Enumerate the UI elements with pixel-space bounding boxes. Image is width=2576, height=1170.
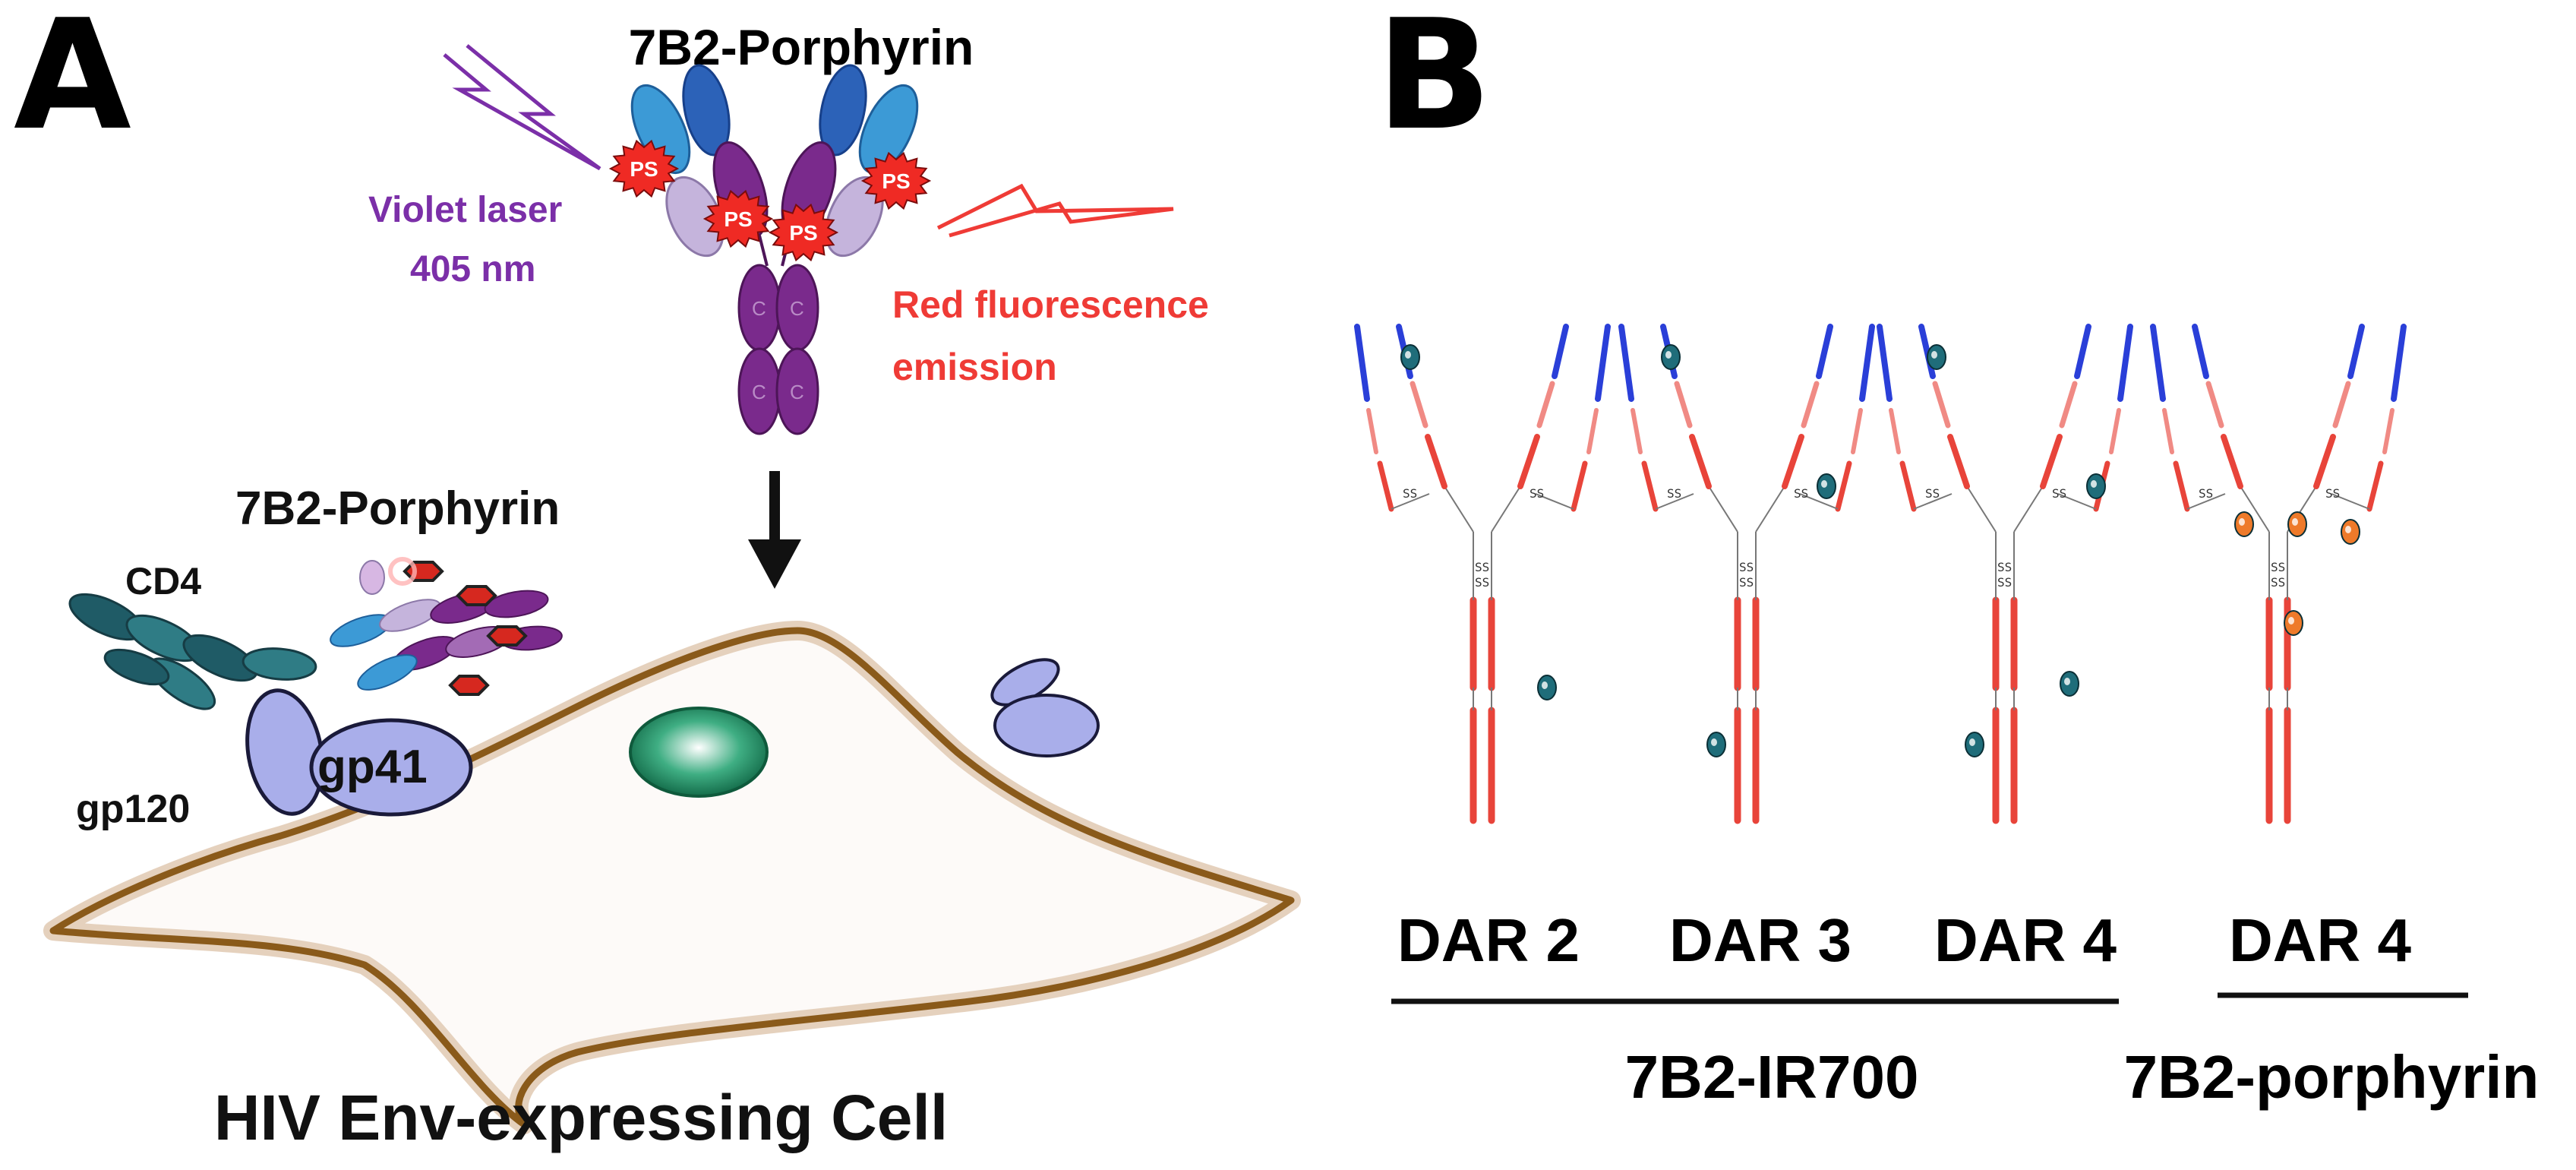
dar-label: DAR 3 (1669, 906, 1852, 974)
dar-label: DAR 2 (1397, 906, 1580, 974)
ir700-group-label: 7B2-IR700 (1625, 1043, 1919, 1111)
disulfide-label: SS (1794, 486, 1808, 501)
disulfide-label: SS (2271, 575, 2285, 590)
svg-text:C: C (752, 381, 766, 403)
ps-label: PS (724, 207, 752, 231)
panel-a: A 7B2-Porphyrin Violet laser 405 nm Red … (14, 0, 1301, 1153)
cell-label: HIV Env-expressing Cell (214, 1082, 948, 1153)
svg-text:C: C (752, 297, 766, 320)
gp120-label: gp120 (76, 787, 190, 831)
porphyrin-group-label: 7B2-porphyrin (2124, 1043, 2540, 1111)
disulfide-label: SS (1739, 575, 1754, 590)
laser-wavelength: 405 nm (410, 249, 535, 289)
disulfide-label: SS (1997, 575, 2012, 590)
svg-text:C: C (790, 297, 804, 320)
nucleus (629, 707, 769, 798)
disulfide-label: SS (1475, 560, 1489, 574)
ps-badge: PS (608, 139, 680, 198)
svg-text:C: C (790, 381, 804, 403)
dar-labels: DAR 2 DAR 3 DAR 4 DAR 4 (1397, 906, 2412, 974)
disulfide-label: SS (2271, 560, 2285, 574)
disulfide-label: SS (1403, 486, 1417, 501)
antibody-title: 7B2-Porphyrin (629, 19, 974, 75)
ps-badge: PS (768, 203, 839, 262)
antibody-7b2-porphyrin: C C C C (630, 64, 919, 435)
ps-label: PS (630, 157, 658, 181)
disulfide-label: SS (1997, 560, 2012, 574)
red-emission-bolt-icon (936, 183, 1174, 238)
antibody-bound-small (330, 557, 563, 696)
disulfide-label: SS (1925, 486, 1940, 501)
panel-b-letter: B (1376, 0, 1492, 164)
disulfide-label: SS (2052, 486, 2066, 501)
laser-label: Violet laser (368, 190, 562, 230)
cd4-label: CD4 (125, 560, 201, 602)
cd4-receptor: CD4 (68, 560, 317, 710)
env-gp120-gp41: gp41 gp120 (76, 688, 473, 831)
panel-a-letter: A (14, 0, 131, 164)
emission-label: Red fluorescence (892, 283, 1209, 326)
disulfide-label: SS (1739, 560, 1754, 574)
photosensitizer-badges: PS PS PS PS (608, 139, 932, 262)
cell-membrane (43, 621, 1301, 1134)
gp41-label: gp41 (317, 741, 428, 793)
ps-label: PS (789, 221, 817, 245)
down-arrow-icon (748, 471, 801, 589)
ps-badge: PS (702, 189, 774, 248)
dar-label: DAR 4 (1934, 906, 2117, 974)
disulfide-label: SS (2199, 486, 2213, 501)
disulfide-label: SS (1530, 486, 1544, 501)
disulfide-label: SS (2325, 486, 2340, 501)
env-spike-right (990, 658, 1100, 757)
ps-label: PS (882, 169, 910, 193)
dar-label: DAR 4 (2229, 906, 2412, 974)
ps-badge: PS (860, 151, 932, 210)
violet-laser-bolt-icon (443, 44, 601, 171)
emission-label-2: emission (892, 346, 1057, 388)
cell-outline (49, 627, 1295, 1128)
disulfide-label: SS (1475, 575, 1489, 590)
bound-antibody-label: 7B2-Porphyrin (235, 482, 560, 535)
disulfide-label: SS (1667, 486, 1681, 501)
